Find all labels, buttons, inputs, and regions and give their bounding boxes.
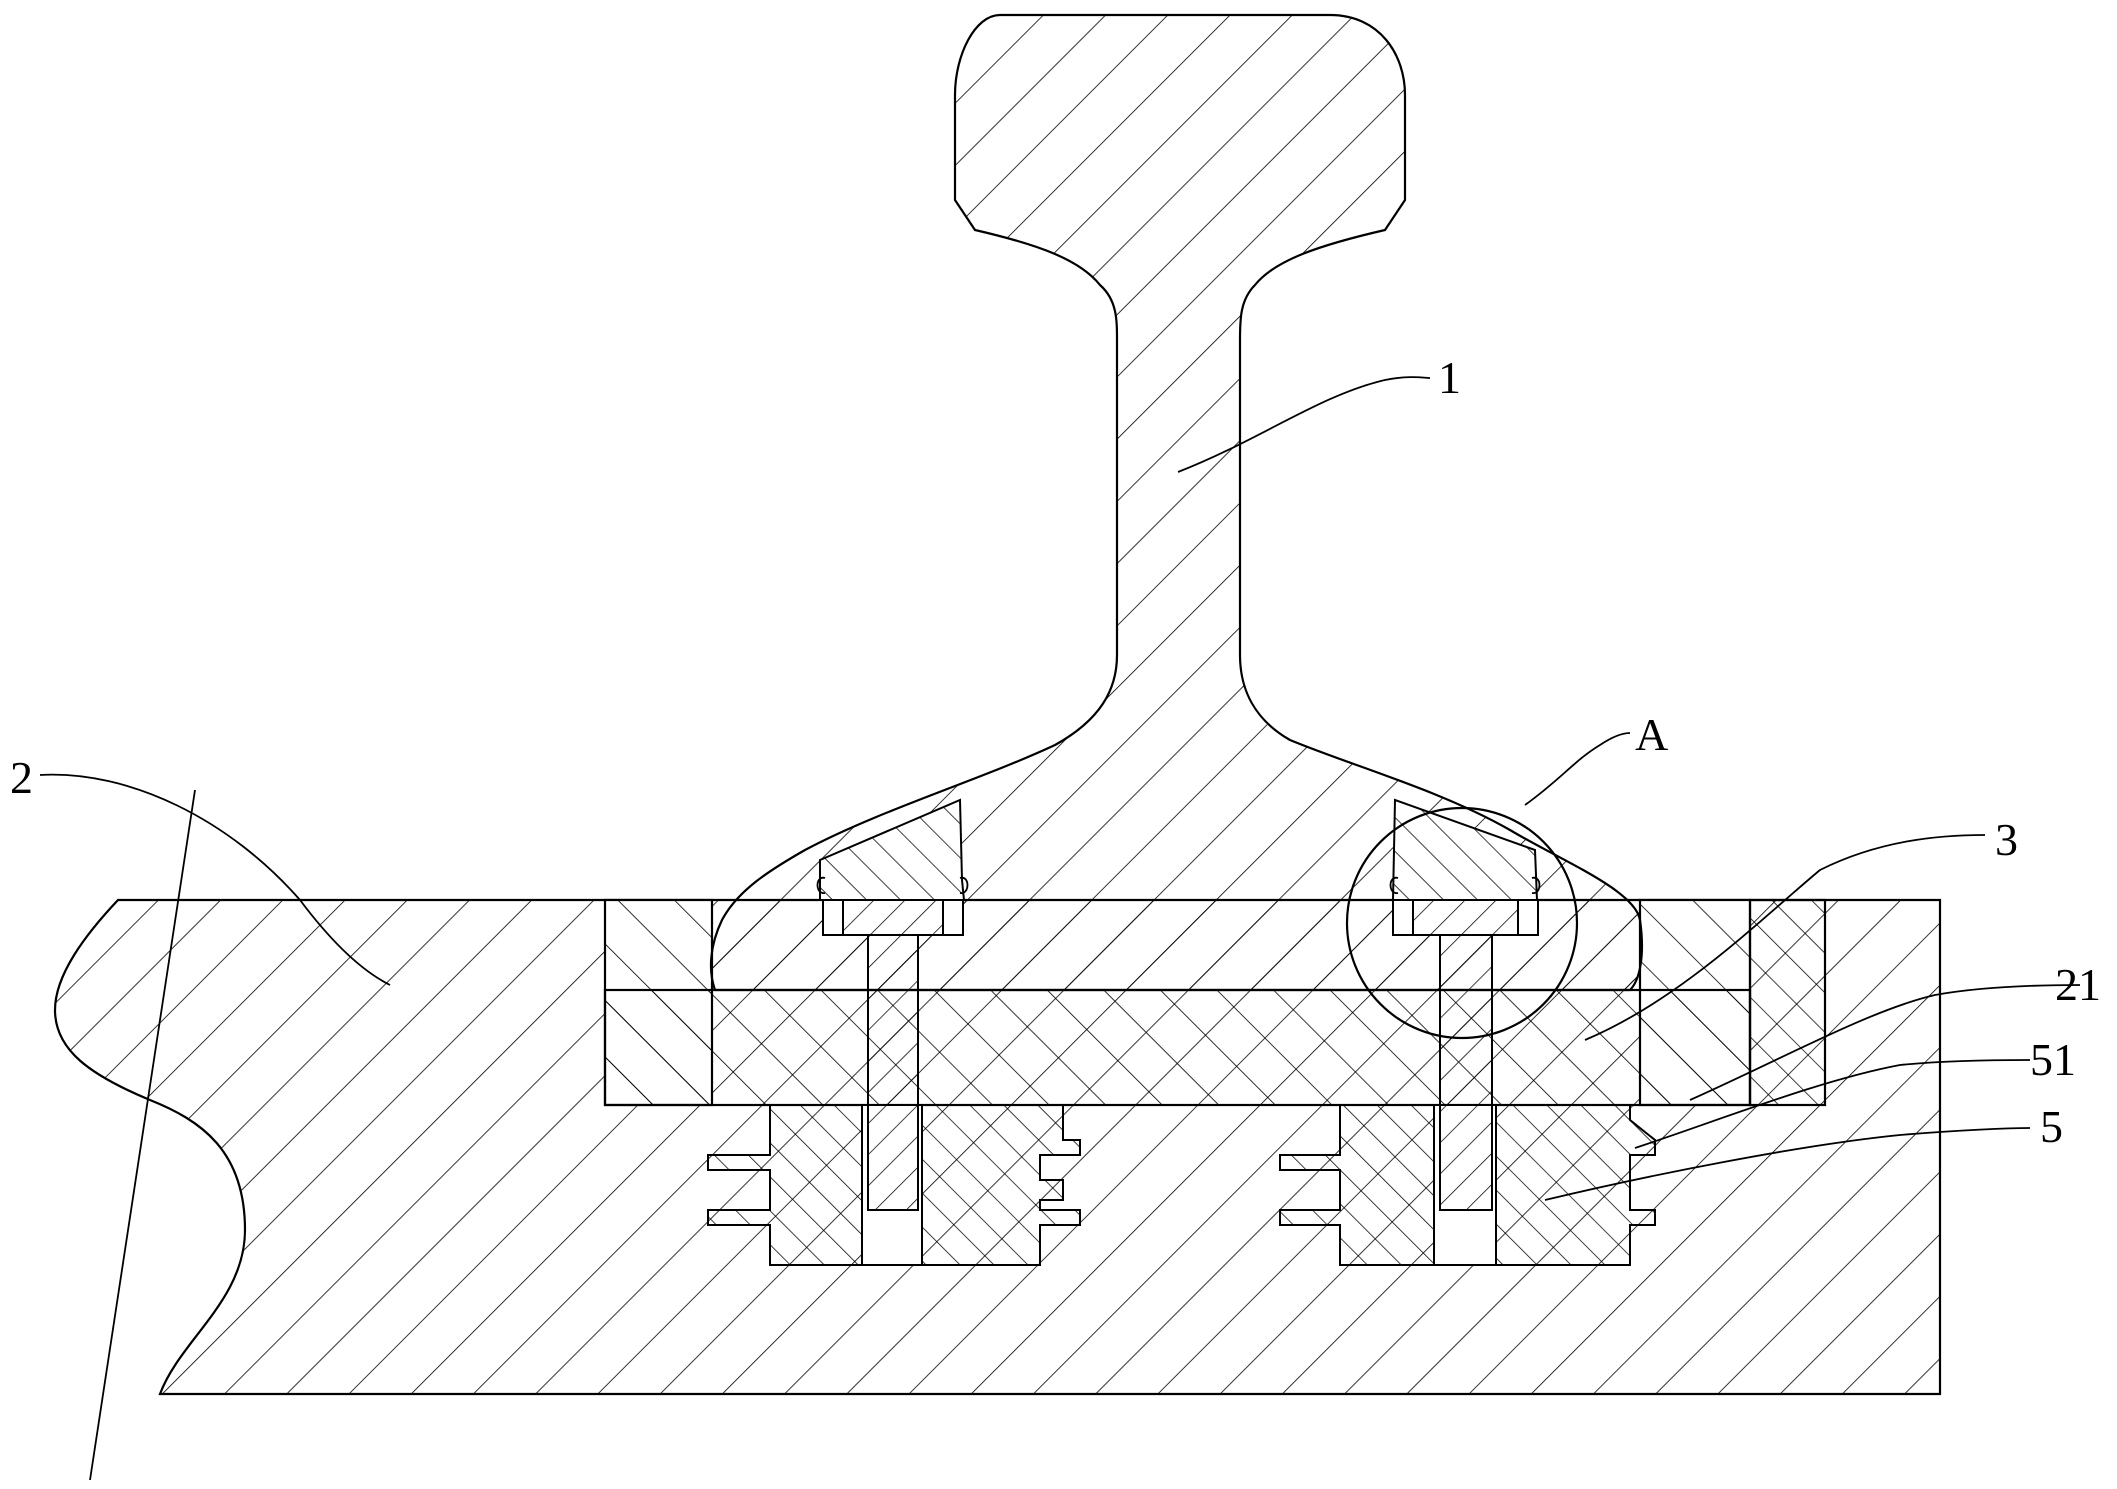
leader-a xyxy=(1525,733,1630,805)
label-51: 51 xyxy=(2030,1034,2076,1085)
pad-plate xyxy=(605,990,1750,1105)
label-2: 2 xyxy=(10,752,33,803)
label-1: 1 xyxy=(1438,352,1461,403)
label-a: A xyxy=(1635,709,1668,760)
groove-block xyxy=(1750,900,1825,1105)
label-21: 21 xyxy=(2055,959,2101,1010)
pad-left-block xyxy=(605,900,712,1105)
label-3: 3 xyxy=(1995,814,2018,865)
label-5: 5 xyxy=(2040,1101,2063,1152)
